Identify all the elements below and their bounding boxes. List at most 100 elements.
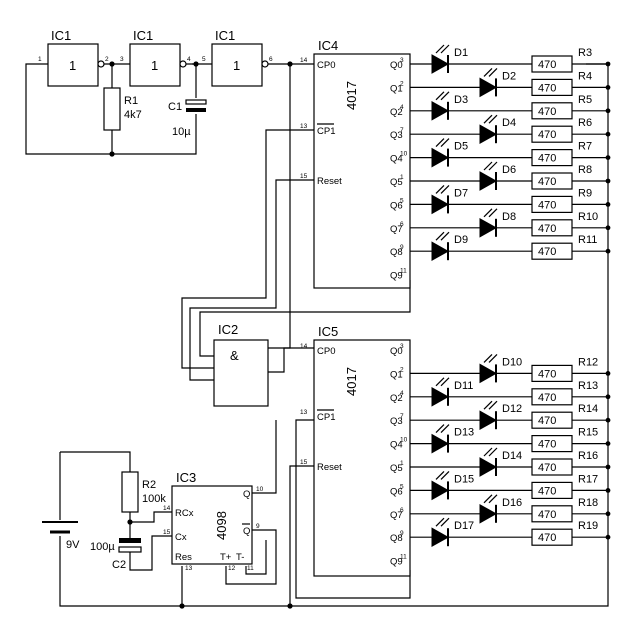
output-pin: 6	[400, 507, 404, 514]
output-name: Q0	[390, 346, 403, 357]
ic3-label: IC3	[176, 470, 196, 485]
led-name: D4	[502, 117, 516, 129]
resistor-name: R17	[578, 473, 598, 485]
led-symbol	[479, 410, 498, 431]
counter-output-q5: Q51	[390, 460, 404, 474]
output-pin: 7	[400, 413, 404, 420]
inverter-pin-in: 5	[202, 56, 206, 63]
counter-output-q1: Q12	[390, 80, 404, 94]
wires	[25, 63, 609, 607]
resistor-name: R15	[578, 427, 598, 439]
counter-output-q6: Q65	[390, 483, 404, 497]
led-resistor-value: 470	[538, 153, 556, 165]
led-resistor-value: 470	[538, 462, 556, 474]
output-pin: 1	[400, 460, 404, 467]
r1-value: 4k7	[124, 109, 142, 121]
led-resistor-value: 470	[538, 59, 556, 71]
ic3-res: Res	[175, 552, 192, 563]
output-name: Q3	[390, 130, 403, 141]
counter-output-q8: Q89	[390, 530, 404, 544]
r2-value: 100k	[142, 493, 166, 505]
resistor-name: R6	[578, 117, 592, 129]
output-name: Q8	[390, 247, 403, 258]
led-symbol	[431, 241, 450, 262]
counter-output-q0: Q03	[390, 57, 404, 71]
led-symbol	[431, 54, 450, 74]
input-name: CP1	[317, 412, 335, 423]
led-symbol	[431, 386, 450, 407]
input-name: Reset	[317, 176, 342, 187]
led-resistor-value: 470	[538, 509, 556, 521]
inverter-label: IC1	[51, 28, 71, 43]
led-symbol	[431, 100, 450, 121]
input-pin: 15	[300, 459, 308, 466]
output-name: Q2	[390, 107, 403, 118]
led-resistor-value: 470	[538, 439, 556, 451]
resistor-name: R9	[578, 187, 592, 199]
output-name: Q7	[390, 224, 403, 235]
led-symbol	[479, 457, 498, 477]
output-name: Q2	[390, 393, 403, 404]
led-name: D16	[502, 497, 522, 509]
resistor-name: R5	[578, 94, 592, 106]
led-resistor-value: 470	[538, 106, 556, 118]
output-name: Q5	[390, 177, 403, 188]
led-array: D1470R3D2470R4D3470R5D4470R6D5470R7D6470…	[410, 44, 611, 548]
led-resistor-value: 470	[538, 82, 556, 94]
led-resistor-value: 470	[538, 368, 556, 380]
led-resistor-value: 470	[538, 246, 556, 258]
inverter-pin-out: 4	[187, 56, 191, 63]
led-symbol	[479, 363, 498, 384]
counter-pins: CP014CP113Reset15Q03Q12Q24Q37Q410Q51Q65Q…	[300, 57, 408, 568]
input-pin: 13	[300, 123, 308, 130]
inverter-label: IC1	[133, 28, 153, 43]
c1-value: 10µ	[172, 126, 191, 138]
inverter-pin-out: 2	[105, 56, 109, 63]
output-pin: 6	[400, 221, 404, 228]
output-pin: 5	[400, 197, 404, 204]
led-symbol	[431, 480, 450, 501]
ic3-qbar: Q	[243, 526, 250, 537]
counter-output-q1: Q12	[390, 366, 404, 380]
output-pin: 3	[400, 343, 404, 350]
led-name: D6	[502, 164, 516, 176]
and-gate-ic2: IC2 &	[213, 322, 269, 407]
output-name: Q1	[390, 83, 403, 94]
capacitor-c1: C1 10µ	[168, 99, 207, 138]
ic3-q: Q	[243, 489, 250, 500]
led-name: D17	[454, 520, 474, 532]
ic3-tplus-pin: 12	[228, 565, 236, 572]
output-name: Q1	[390, 369, 403, 380]
resistor-name: R12	[578, 356, 598, 368]
output-pin: 4	[400, 104, 404, 111]
led-resistor-value: 470	[538, 485, 556, 497]
ic3-rcx: RCx	[175, 508, 194, 519]
c2-name: C2	[112, 559, 126, 571]
resistor-name: R16	[578, 450, 598, 462]
output-name: Q7	[390, 510, 403, 521]
c1-name: C1	[168, 101, 182, 113]
r1-name: R1	[124, 95, 138, 107]
ic3-qbar-pin: 9	[256, 523, 260, 530]
led-symbol	[431, 194, 450, 215]
output-pin: 1	[400, 174, 404, 181]
ic3-res-pin: 13	[185, 565, 193, 572]
ic3-tminus: T-	[236, 552, 244, 563]
battery: 9V	[42, 521, 80, 551]
inverter-pin-in: 3	[120, 56, 124, 63]
input-name: CP0	[317, 60, 335, 71]
input-pin: 15	[300, 173, 308, 180]
